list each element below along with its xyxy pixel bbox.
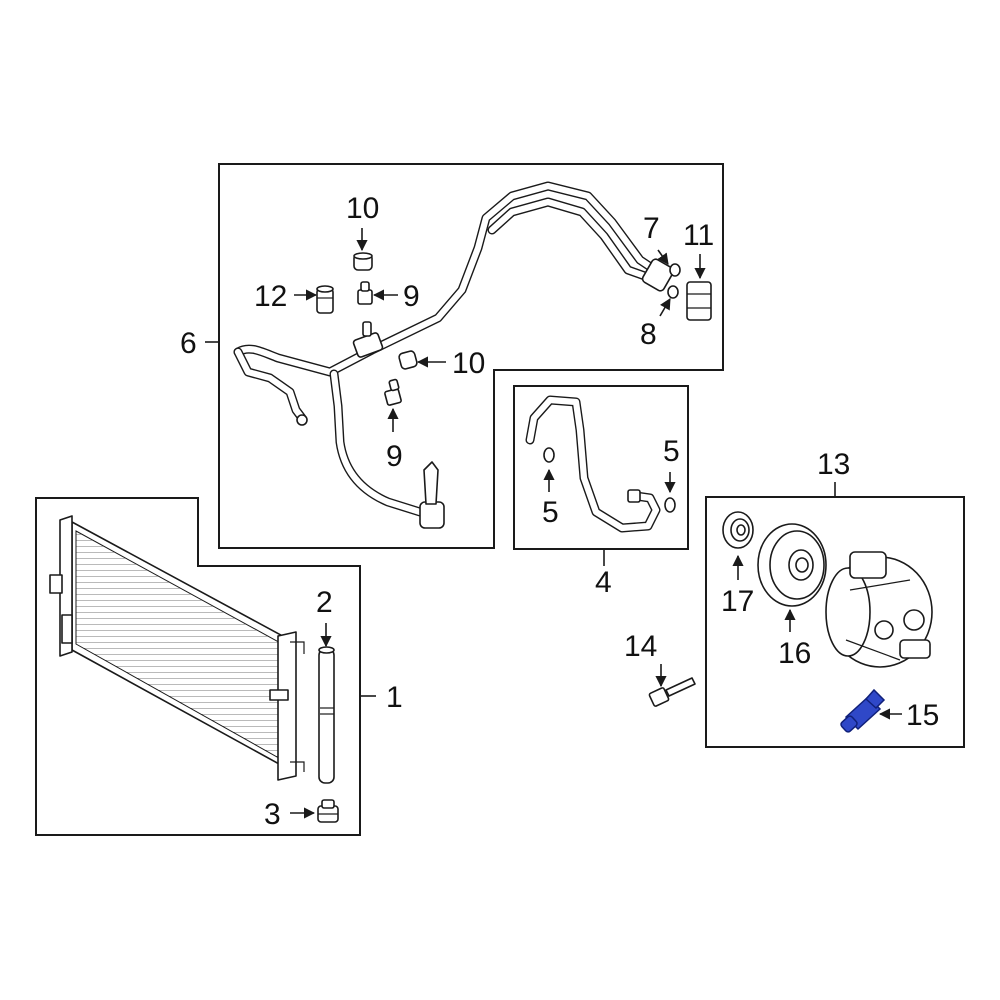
- callout-15: 15: [906, 699, 939, 732]
- callout-16: 16: [778, 637, 811, 670]
- callout-14: 14: [624, 630, 657, 663]
- compressor: [825, 551, 933, 668]
- callout-9-top: 9: [403, 280, 420, 313]
- callout-1: 1: [386, 681, 403, 714]
- liquid-line: [525, 395, 661, 533]
- group-box-1: [35, 497, 361, 836]
- o-ring-5-left: [543, 447, 555, 463]
- condenser: [49, 515, 305, 781]
- arrow-7: [657, 249, 669, 265]
- hose-assembly: [233, 181, 675, 529]
- callout-10-top: 10: [346, 192, 379, 225]
- callout-2: 2: [316, 586, 333, 619]
- valve-core-9-low: [384, 378, 402, 406]
- callout-5-left: 5: [542, 496, 559, 529]
- drier-plug: [317, 799, 339, 823]
- callout-12: 12: [254, 280, 287, 313]
- callout-9-low: 9: [386, 440, 403, 473]
- pulley-16: [757, 523, 827, 607]
- expansion-valve: [686, 281, 712, 321]
- callout-7: 7: [643, 212, 660, 245]
- callout-4: 4: [595, 566, 612, 599]
- callout-10-mid: 10: [452, 347, 485, 380]
- o-ring-7: [669, 263, 681, 277]
- group-box-4: [513, 385, 689, 550]
- o-ring-8: [667, 285, 679, 299]
- clutch-hub-17: [722, 511, 754, 549]
- pressure-switch-15[interactable]: [840, 688, 886, 733]
- arrow-8: [659, 298, 671, 317]
- callout-6: 6: [180, 327, 197, 360]
- group-box-6: [218, 163, 724, 549]
- service-cap-12: [316, 285, 334, 314]
- callout-17: 17: [721, 585, 754, 618]
- service-cap-10-top: [353, 252, 373, 271]
- receiver-drier: [318, 646, 335, 784]
- callout-8: 8: [640, 318, 657, 351]
- callout-13: 13: [817, 448, 850, 481]
- callout-5-right: 5: [663, 435, 680, 468]
- o-ring-5-right: [664, 497, 676, 513]
- service-cap-10-mid: [398, 350, 418, 370]
- callout-11: 11: [683, 219, 714, 252]
- bolt-14: [648, 677, 696, 707]
- valve-core-9-top: [357, 281, 373, 305]
- callout-3: 3: [264, 798, 281, 831]
